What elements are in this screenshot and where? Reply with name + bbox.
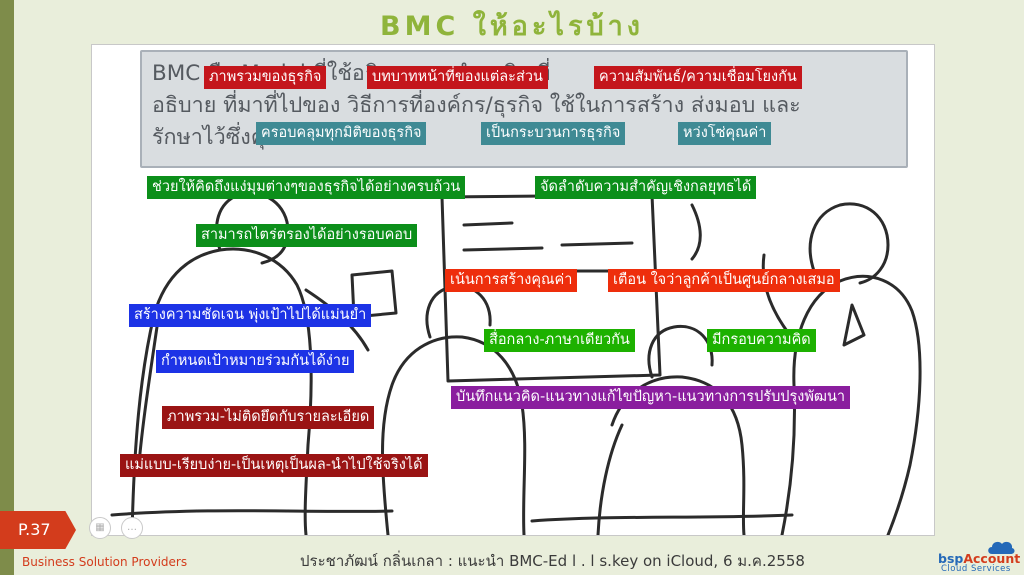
slide-title: BMC ให้อะไรบ้าง [380,11,644,42]
slide-grid-icon[interactable]: ▦ [89,517,111,539]
tag-value-chain: หว่งโซ่คุณค่า [678,122,772,145]
cloud-icon [988,541,1015,554]
tag-careful-consideration: สามารถไตร่ตรองได้อย่างรอบคอบ [196,224,418,247]
tag-big-picture: ภาพรวม-ไม่ติดยึดกับรายละเอียด [162,406,375,429]
logo-brand: bspAccount [938,551,1020,566]
tag-clarity: สร้างความชัดเจน พุ่งเป้าไปได้แม่นยำ [129,304,372,327]
tag-coverage: ครอบคลุมทุกมิติของธุรกิจ [256,122,427,145]
company-name: Business Solution Providers [22,555,188,569]
tag-framework: มีกรอบความคิด [707,329,816,352]
tag-template: แม่แบบ-เรียบง่าย-เป็นเหตุเป็นผล-นำไปใช้จ… [120,454,428,477]
definition-line-2: อธิบาย ที่มาที่ไปของ วิธีการที่องค์กร/ธุ… [152,93,801,118]
tag-record-ideas: บันทึกแนวคิด-แนวทางแก้ไขปัญหา-แนวทางการป… [451,386,851,409]
footer-credit: ประชาภัฒน์ กลิ่นเกลา : แนะนำ BMC-Ed l . … [300,552,805,570]
tag-common-language: สื่อกลาง-ภาษาเดียวกัน [484,329,635,352]
page-number-tab: P.37 [0,511,76,549]
logo-brand-b: Account [963,551,1021,566]
logo-brand-a: bsp [938,551,964,566]
content-frame: BMC คือ Model ที่ใช้อธิบายการทำธุรกิจ ที… [91,44,935,536]
tag-roles: บทบาทหน้าที่ของแต่ละส่วน [367,66,548,89]
tag-business-overview: ภาพรวมของธุรกิจ [204,66,327,89]
tag-relationships: ความสัมพันธ์/ความเชื่อมโยงกัน [594,66,802,89]
left-accent-strip [0,0,14,575]
tag-create-value: เน้นการสร้างคุณค่า [445,269,578,292]
tag-strategic-priority: จัดลำดับความสำคัญเชิงกลยุทธได้ [535,176,757,199]
tag-customer-centric: เตือน ใจว่าลูกค้าเป็นศูนย์กลางเสมอ [608,269,840,292]
tag-shared-goals: กำหนดเป้าหมายร่วมกันได้ง่าย [156,350,355,373]
tag-think-all-aspects: ช่วยให้คิดถึงแง่มุมต่างๆของธุรกิจได้อย่า… [147,176,466,199]
logo-tagline: Cloud Services [941,564,1011,574]
more-options-icon[interactable]: … [121,517,143,539]
slide-nav-controls: ▦ … [89,517,143,539]
bsp-account-logo: bspAccount Cloud Services [934,538,1022,574]
tag-process: เป็นกระบวนการธุรกิจ [481,122,626,145]
